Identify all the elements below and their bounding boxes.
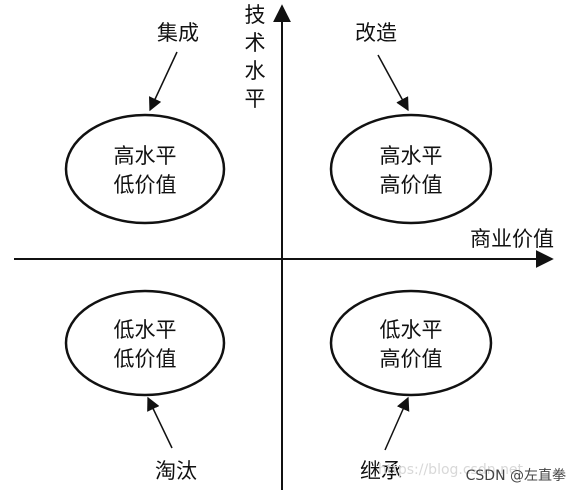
strategy-label-top-left: 集成 xyxy=(157,21,199,45)
ellipse-bottom-right-line-1: 低水平 xyxy=(380,318,443,342)
y-axis-label-char-1: 技 xyxy=(245,3,266,27)
arrow-top-right xyxy=(377,54,409,112)
strategy-label-bottom-right: 继承 xyxy=(360,459,402,483)
arrow-bottom-right xyxy=(384,396,410,451)
ellipse-top-right-line-1: 高水平 xyxy=(380,144,443,168)
arrow-top-left xyxy=(149,51,178,112)
watermark-text: CSDN @左直拳 xyxy=(466,467,566,484)
y-axis-label-char-3: 水 xyxy=(245,59,266,83)
ellipse-top-right xyxy=(329,113,493,225)
ellipse-top-right-line-2: 高价值 xyxy=(380,173,443,197)
ellipse-bottom-right xyxy=(329,289,493,397)
y-axis-label-char-4: 平 xyxy=(245,87,266,111)
x-axis-label: 商业价值 xyxy=(470,227,554,251)
ellipse-bottom-left xyxy=(64,289,226,397)
ellipse-top-left-line-2: 低价值 xyxy=(114,173,177,197)
ellipse-bottom-right-line-2: 高价值 xyxy=(380,347,443,371)
watermark-faint: https://blog.csdn.net xyxy=(378,462,524,478)
y-axis-label-char-2: 术 xyxy=(245,31,266,55)
ellipse-bottom-left-line-1: 低水平 xyxy=(114,318,177,342)
ellipse-bottom-left-line-2: 低价值 xyxy=(114,347,177,371)
strategy-label-top-right: 改造 xyxy=(355,21,397,45)
strategy-label-bottom-left: 淘汰 xyxy=(155,459,197,483)
ellipse-top-left-line-1: 高水平 xyxy=(114,144,177,168)
ellipse-top-left xyxy=(64,113,226,225)
arrow-bottom-left xyxy=(147,396,173,449)
